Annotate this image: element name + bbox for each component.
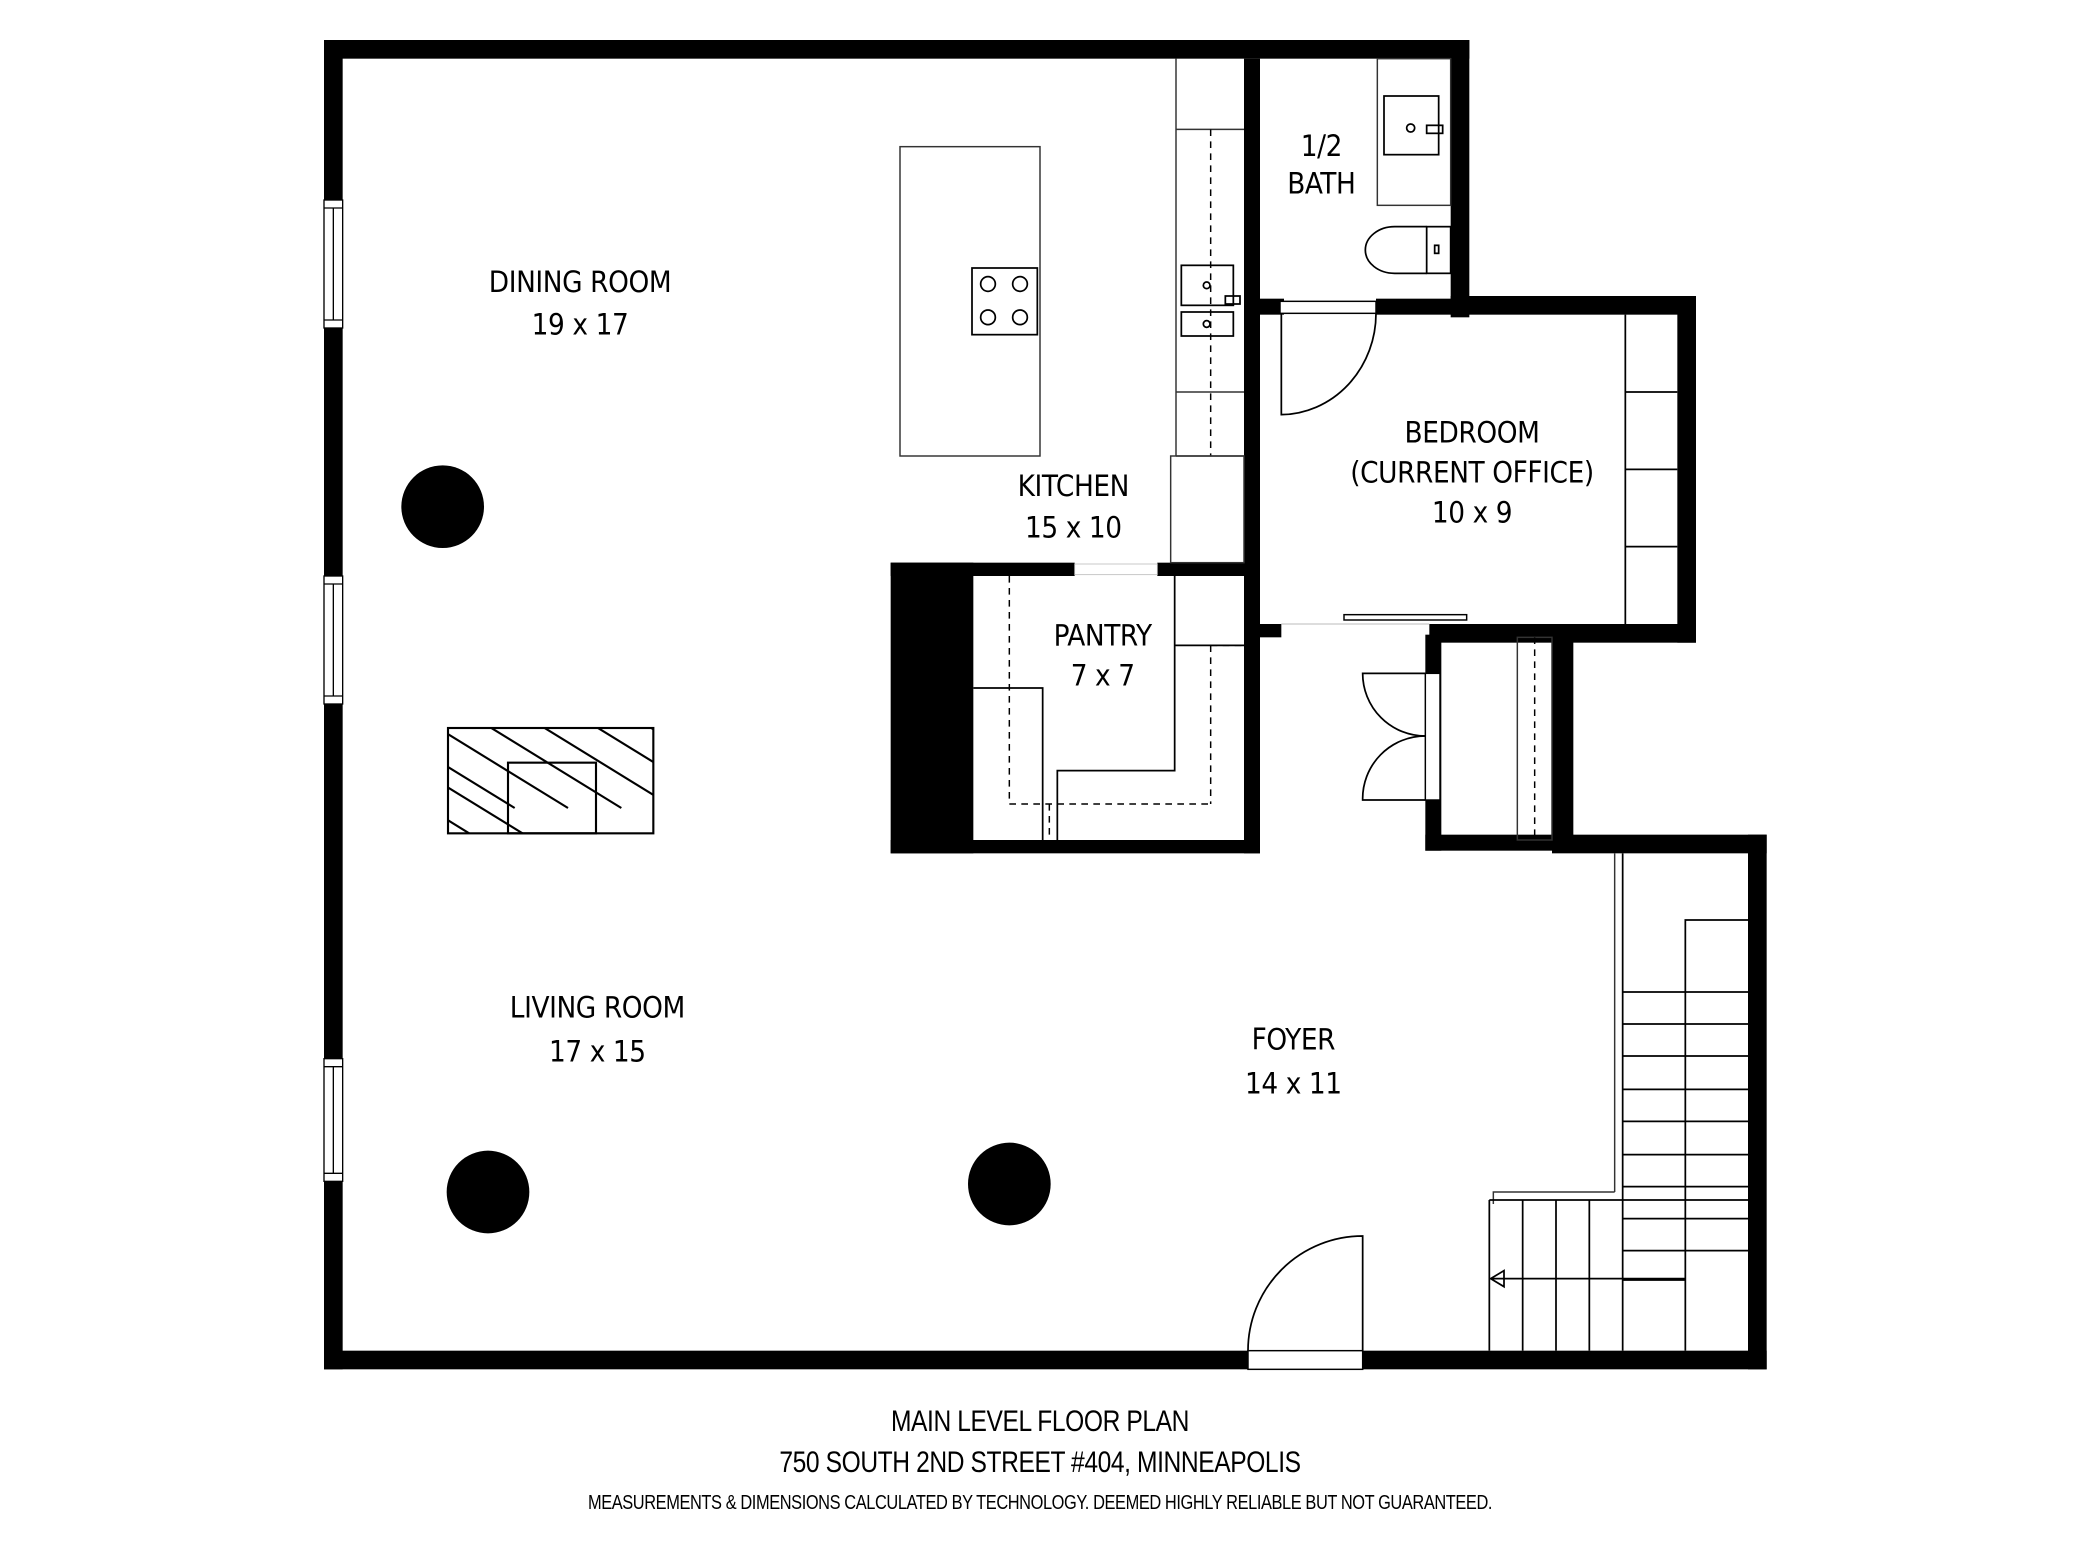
dining-room-name: DINING ROOM (489, 265, 671, 299)
pantry-size: 7 x 7 (1071, 658, 1135, 692)
exterior-walls (324, 40, 1767, 1370)
kitchen-counter (1169, 58, 1245, 564)
half-bath-label-line1: 1/2 (1301, 129, 1342, 163)
bath-vanity (1376, 57, 1452, 207)
kitchen-name: KITCHEN (1018, 469, 1129, 503)
closet-rod (1516, 636, 1553, 841)
living-room-size: 17 x 15 (549, 1034, 646, 1068)
door-openings (1074, 300, 1430, 1371)
stair-arrow-icon (1488, 1269, 1505, 1289)
pantry-shelves (973, 576, 1244, 840)
plan-address: 750 SOUTH 2ND STREET #404, MINNEAPOLIS (779, 1446, 1301, 1479)
windows (323, 199, 344, 1182)
interior-walls (890, 58, 1574, 854)
bedroom-shelves (1624, 314, 1678, 624)
staircase (1488, 853, 1748, 1351)
cooktop-icon (971, 267, 1039, 336)
room-labels: DINING ROOM 19 x 17 KITCHEN 15 x 10 1/2 … (489, 129, 1594, 1100)
kitchen-size: 15 x 10 (1025, 510, 1122, 544)
columns (401, 465, 1051, 1234)
bedroom-subtitle: (CURRENT OFFICE) (1350, 456, 1594, 490)
fireplace-icon (446, 726, 655, 835)
dining-room-size: 19 x 17 (532, 308, 629, 342)
pantry-name: PANTRY (1054, 618, 1153, 652)
foyer-size: 14 x 11 (1245, 1066, 1342, 1100)
half-bath-label-line2: BATH (1287, 166, 1355, 200)
kitchen-island (899, 145, 1041, 457)
doors (1247, 313, 1468, 1351)
bedroom-size: 10 x 9 (1432, 496, 1512, 530)
toilet-icon (1364, 225, 1452, 275)
plan-title: MAIN LEVEL FLOOR PLAN (890, 1405, 1190, 1438)
foyer-name: FOYER (1252, 1022, 1336, 1056)
kitchen-sink-icon (1180, 264, 1241, 337)
plan-disclaimer: MEASUREMENTS & DIMENSIONS CALCULATED BY … (587, 1492, 1493, 1514)
living-room-name: LIVING ROOM (510, 990, 685, 1024)
bedroom-name: BEDROOM (1405, 416, 1540, 450)
